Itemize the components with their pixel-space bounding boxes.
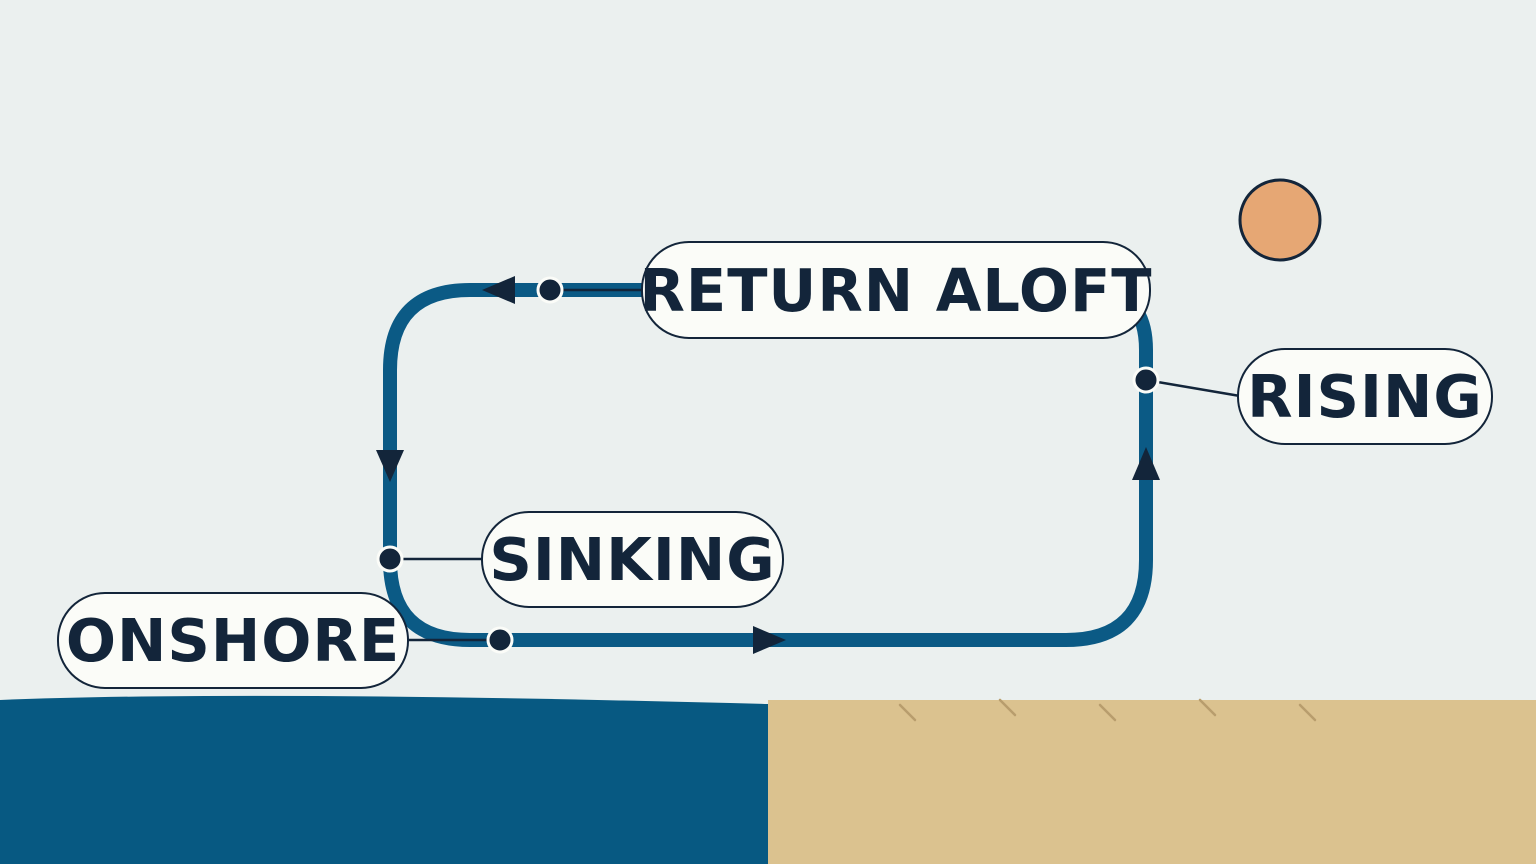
arrow-onshore <box>753 626 786 654</box>
arrow-sinking <box>376 450 404 482</box>
leader-rising <box>1145 378 1241 398</box>
dot-return <box>536 276 564 304</box>
land <box>768 700 1536 864</box>
dot-onshore <box>486 626 514 654</box>
label-onshore: ONSHORE <box>57 592 409 689</box>
dot-sinking <box>376 545 404 573</box>
sand-texture <box>898 698 1317 722</box>
arrow-rising <box>1132 447 1160 480</box>
label-return-aloft: RETURN ALOFT <box>639 241 1152 339</box>
sea <box>0 695 768 864</box>
sun <box>1238 178 1322 262</box>
dot-rising <box>1132 366 1160 394</box>
label-rising: RISING <box>1237 348 1493 445</box>
arrow-return <box>482 276 515 304</box>
label-sinking: SINKING <box>481 511 784 608</box>
